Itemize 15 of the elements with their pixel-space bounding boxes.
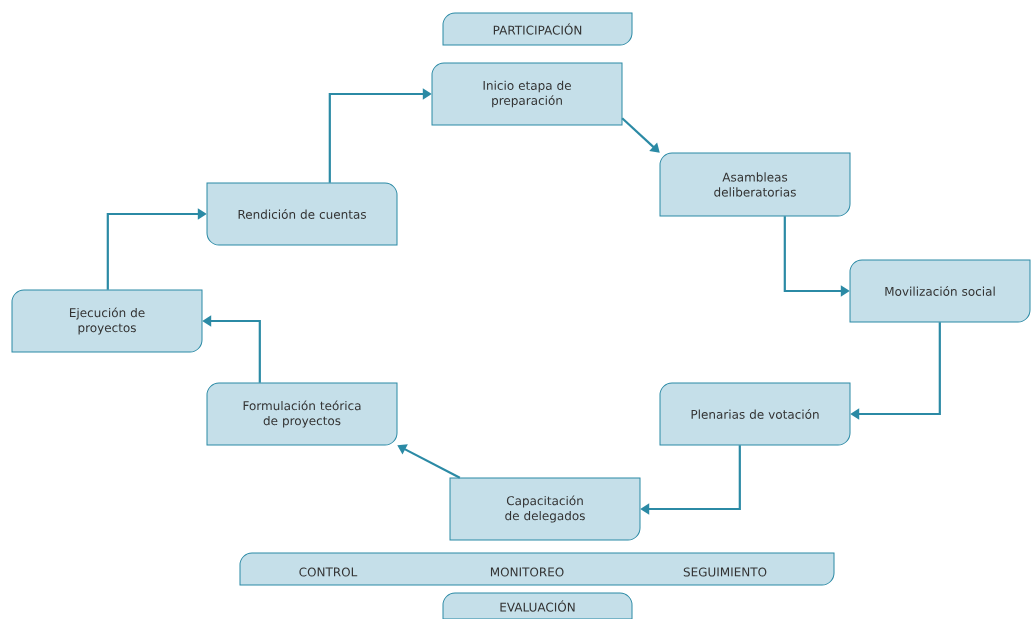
callout-box: Capacitación de delegados: [449, 477, 641, 541]
callout-box: Ejecución de proyectos: [11, 289, 203, 353]
callout-box: EVALUACIÓN: [442, 592, 633, 619]
callout-box: Inicio etapa de preparación: [431, 62, 623, 126]
arrow: [397, 444, 461, 479]
band-label: SEGUIMIENTO: [683, 567, 767, 577]
band-label: CONTROL: [299, 567, 358, 577]
callout-box: Plenarias de votación: [659, 382, 851, 446]
callout-box: Movilización social: [849, 259, 1031, 323]
arrow: [621, 117, 660, 153]
band-label: MONITOREO: [490, 567, 564, 577]
callout-box: Formulación teórica de proyectos: [206, 382, 398, 446]
callout-box: Asambleas deliberatorias: [659, 152, 851, 217]
callout-box: PARTICIPACIÓN: [442, 12, 633, 46]
callout-box: Rendición de cuentas: [206, 182, 398, 246]
